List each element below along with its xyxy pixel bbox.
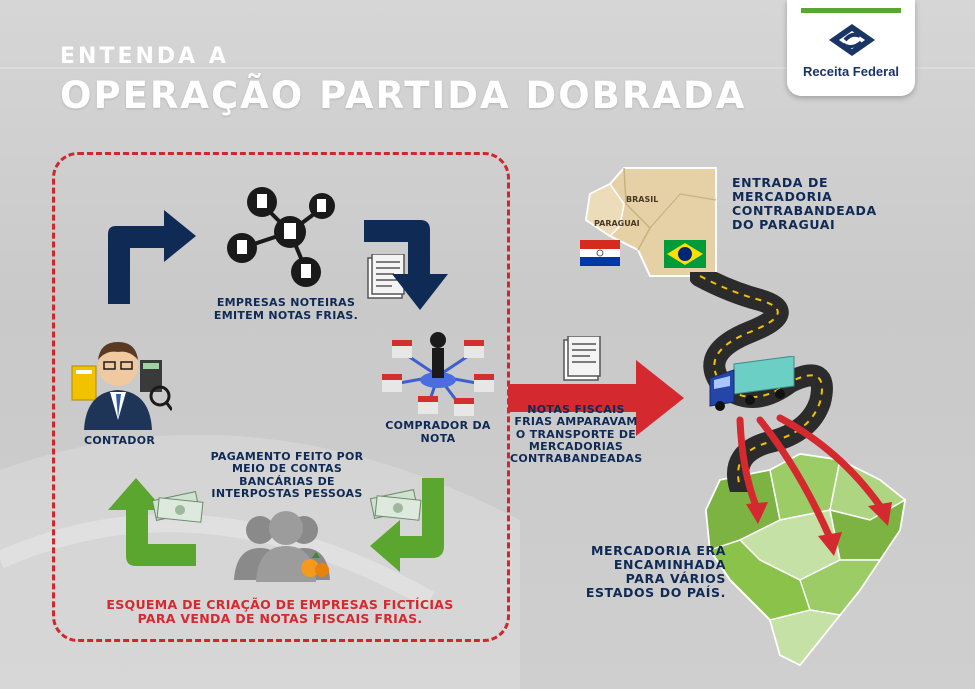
title-small: ENTENDA A <box>60 44 229 69</box>
network-companies-icon <box>227 187 335 287</box>
navy-arrow-down-icon <box>364 220 448 310</box>
money-bills-icon <box>151 491 204 523</box>
entrada-label: ENTRADA DE MERCADORIA CONTRABANDEADA DO … <box>732 175 877 232</box>
green-arrow-left-icon <box>370 478 444 572</box>
logo-text: Receita Federal <box>802 64 900 79</box>
scheme-caption: ESQUEMA DE CRIAÇÃO DE EMPRESAS FICTÍCIAS… <box>106 597 454 627</box>
paraguay-flag-icon <box>580 240 620 266</box>
mercadoria-label: MERCADORIA ERA ENCAMINHADA PARA VÁRIOS E… <box>585 543 726 600</box>
brasil-map-label: BRASIL <box>626 195 658 204</box>
receita-federal-logo: Receita Federal <box>787 0 915 96</box>
comprador-stores-network-icon <box>382 332 494 416</box>
truck-icon <box>709 356 795 411</box>
receita-federal-logo-icon <box>829 24 875 56</box>
contador-accountant-icon <box>71 342 172 430</box>
interpostas-pessoas-icon <box>234 511 330 582</box>
money-bills-icon-2 <box>369 489 422 521</box>
comprador-label: COMPRADOR DA NOTA <box>385 419 491 445</box>
brazil-flag-icon <box>664 240 706 268</box>
logo-green-bar <box>801 8 901 13</box>
green-arrow-up-icon <box>108 478 196 566</box>
contador-label: CONTADOR <box>84 434 156 447</box>
notas-fiscais-label: NOTAS FISCAIS FRIAS AMPARAVAM O TRANSPOR… <box>510 403 643 466</box>
page-title: OPERAÇÃO PARTIDA DOBRADA <box>60 74 747 117</box>
pagamento-label: PAGAMENTO FEITO POR MEIO DE CONTAS BANCÁ… <box>210 450 364 500</box>
navy-arrow-up-right-icon <box>108 210 196 304</box>
empresas-label: EMPRESAS NOTEIRAS EMITEM NOTAS FRIAS. <box>213 296 359 322</box>
paraguai-map-label: PARAGUAI <box>594 219 640 228</box>
red-arrow-right-icon <box>508 360 684 436</box>
invoice-document-icon-2 <box>563 336 601 381</box>
red-distribution-arrows <box>736 414 892 556</box>
